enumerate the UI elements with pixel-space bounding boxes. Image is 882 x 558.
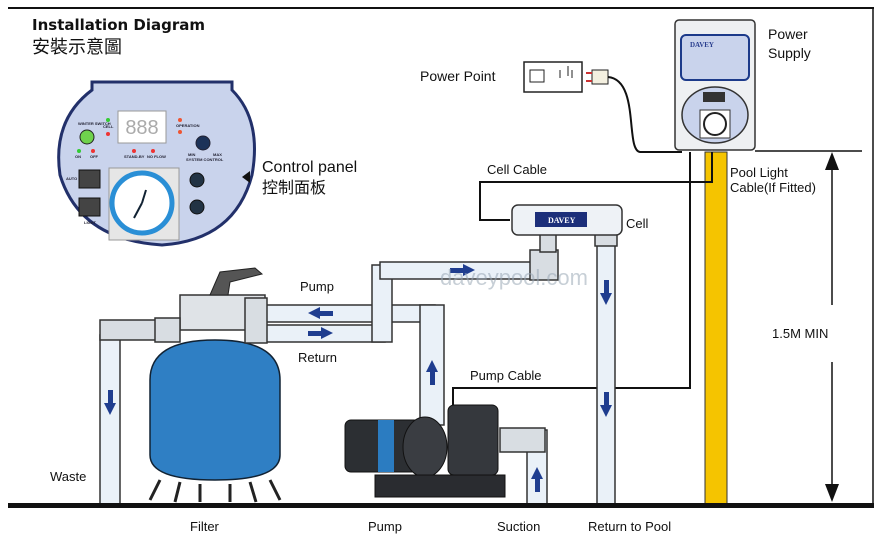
- on-label: ON: [75, 154, 81, 159]
- fuse-pump: [189, 172, 205, 188]
- noflow-label: NO FLOW: [147, 154, 166, 159]
- arrow-left-icon: [308, 307, 333, 319]
- winter-switch-label: WINTER SWITCH: [78, 121, 111, 126]
- pump-pipe-label: Pump: [300, 279, 334, 294]
- arrow-down-icon: [825, 484, 839, 502]
- power-point-label: Power Point: [420, 68, 496, 84]
- control-panel: 888 WINTER SWITCH CELL OPERATION ON OFF …: [57, 80, 256, 247]
- pump-pipe: [264, 304, 436, 323]
- watermark: daveypool.com: [440, 265, 588, 290]
- suction-label: Suction: [497, 519, 540, 534]
- pool-light-conduit: [704, 151, 728, 506]
- pool-light-label-2: Cable(If Fitted): [730, 180, 816, 195]
- pointer-arrow-icon: [242, 171, 250, 183]
- system-control-label: SYSTEM CONTROL: [186, 157, 224, 162]
- panel-display: 888: [125, 117, 158, 139]
- arrow-up-icon: [825, 152, 839, 170]
- auto-label: AUTO: [66, 176, 77, 181]
- arrow-up-icon: [531, 467, 543, 492]
- arrow-down-icon: [600, 392, 612, 417]
- cell-label: Cell: [626, 216, 649, 231]
- cell-cable-label: Cell Cable: [487, 162, 547, 177]
- power-supply-unit: DAVEY: [674, 19, 756, 151]
- fuse-light: [189, 199, 205, 215]
- off-label: OFF: [90, 154, 99, 159]
- pipework: [99, 231, 618, 506]
- arrow-right-icon: [308, 327, 333, 339]
- pump-label: Pump: [368, 519, 402, 534]
- brand-logo: DAVEY: [690, 41, 714, 49]
- diagram-title-cjk: 安裝示意圖: [32, 37, 122, 58]
- arrow-up-icon: [426, 360, 438, 385]
- arrow-down-icon: [104, 390, 116, 415]
- min-label: MIN: [188, 152, 195, 157]
- filter-label: Filter: [190, 519, 220, 534]
- return-to-pool-label: Return to Pool: [588, 519, 671, 534]
- min-height-label: 1.5M MIN: [772, 326, 828, 341]
- sand-filter: [148, 267, 282, 503]
- standby-label: STAND-BY: [124, 154, 145, 159]
- control-panel-label-cjk: 控制面板: [262, 178, 326, 197]
- power-supply-label-1: Power: [768, 26, 808, 42]
- power-point: [523, 61, 609, 93]
- light-label: LIGHT: [84, 220, 97, 225]
- winter-switch-button: [79, 129, 95, 145]
- power-cable: [607, 76, 682, 153]
- control-panel-label: Control panel: [262, 159, 357, 176]
- power-supply-label-2: Supply: [768, 45, 811, 61]
- pump-cable: [452, 152, 691, 410]
- waste-label: Waste: [50, 469, 86, 484]
- diagram-title: Installation Diagram: [32, 16, 205, 34]
- cell-cable: [479, 152, 713, 221]
- pool-light-label-1: Pool Light: [730, 165, 788, 180]
- operation-label: OPERATION: [176, 123, 200, 128]
- return-pipe-label: Return: [298, 350, 337, 365]
- pump-unit: [344, 404, 506, 498]
- pump-cable-label: Pump Cable: [470, 368, 542, 383]
- ground-line: [8, 503, 874, 508]
- cell-label: CELL: [103, 124, 114, 129]
- chlorinator-cell: DAVEY: [511, 204, 623, 236]
- flow-arrows: [104, 264, 612, 492]
- cell-brand-logo: DAVEY: [548, 216, 576, 225]
- arrow-down-icon: [600, 280, 612, 305]
- max-label: MAX: [213, 152, 222, 157]
- system-control-knob: [195, 135, 211, 151]
- arrow-right-icon: [450, 264, 475, 276]
- waste-pipe: [99, 334, 121, 506]
- return-to-pool-pipe: [596, 239, 616, 506]
